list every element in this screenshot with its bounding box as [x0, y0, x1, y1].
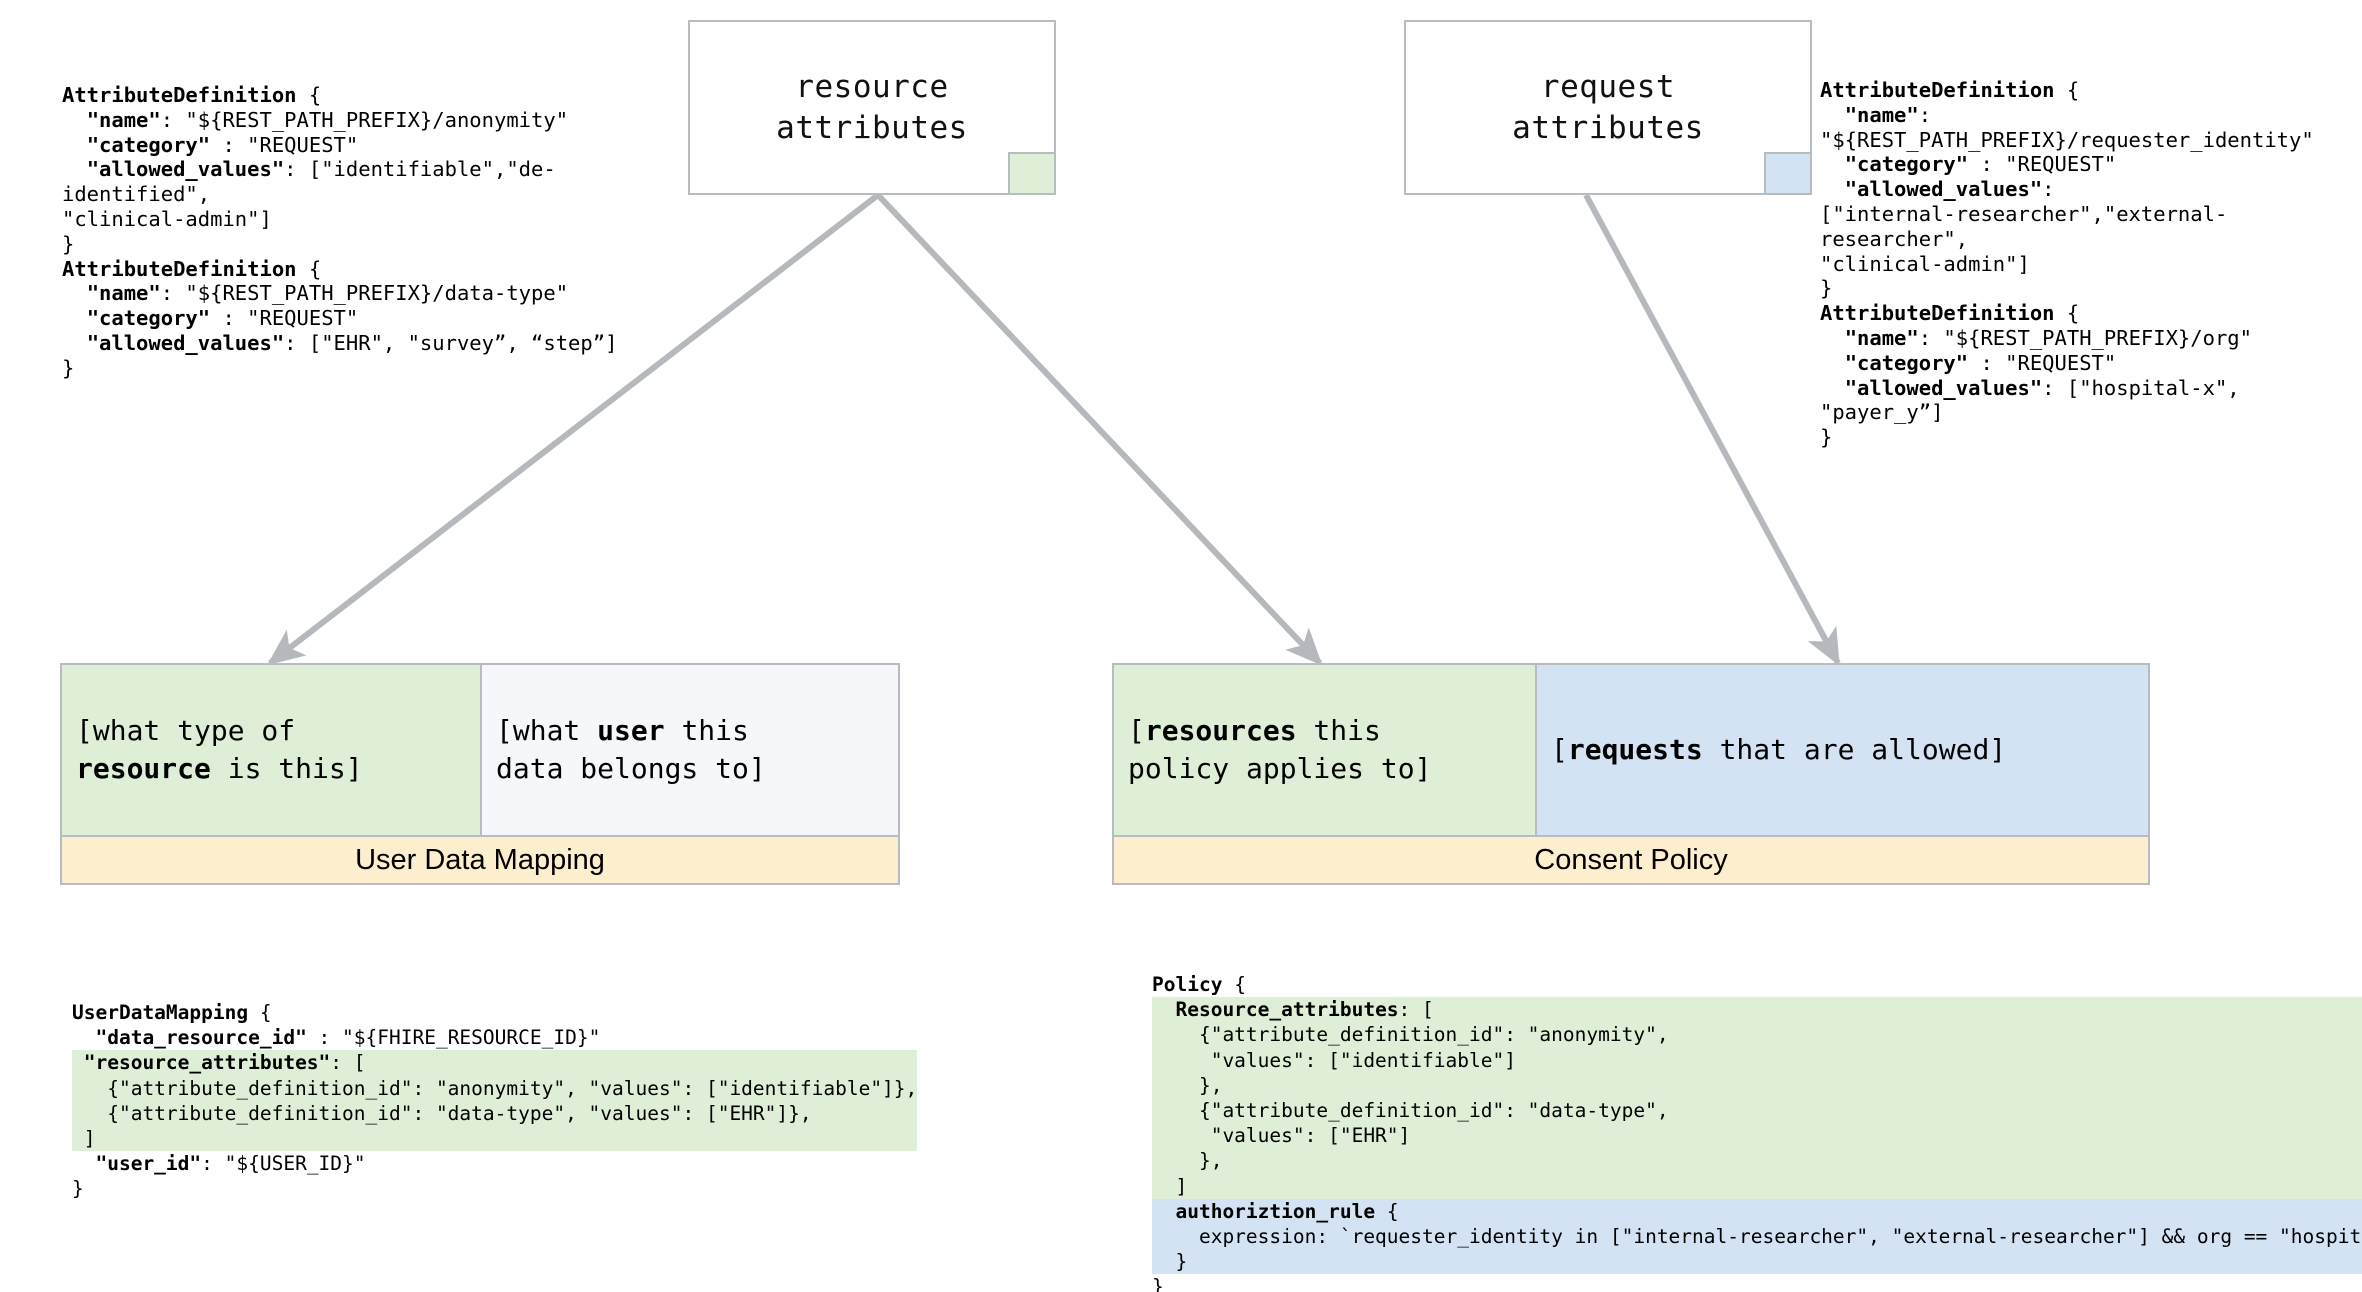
consent-policy-footer-label: Consent Policy — [1534, 843, 1728, 876]
user-data-mapping-footer: User Data Mapping — [62, 835, 898, 883]
code-line: authoriztion_rule { — [1152, 1198, 2362, 1224]
arrow-request-to-consent-policy-requests — [1583, 193, 1841, 667]
resource-attributes-label: resource attributes — [776, 68, 968, 146]
code-line: Resource_attributes: [ — [1152, 997, 2362, 1023]
consent-policy-resources-text: [resources this policy applies to] — [1128, 714, 1432, 785]
user-data-mapping-footer-label: User Data Mapping — [355, 843, 605, 876]
code-line: ] — [72, 1125, 918, 1152]
consent-policy-requests-text: [requests that are allowed] — [1551, 733, 2007, 766]
code-line: "values": ["EHR"] — [1152, 1123, 2362, 1149]
code-line: {"attribute_definition_id": "anonymity",… — [72, 1075, 918, 1101]
request-attributes-box[interactable]: request attributes — [1404, 20, 1812, 195]
code-line: } — [72, 1177, 84, 1201]
user-data-mapping-resource-cell[interactable]: [what type of resource is this] — [62, 665, 480, 835]
code-line: "user_id": "${USER_ID}" — [95, 1152, 366, 1176]
code-line: ] — [1152, 1173, 2362, 1199]
user-data-mapping-card[interactable]: [what type of resource is this] [what us… — [60, 663, 900, 885]
resource-attributes-chip — [1008, 152, 1056, 195]
user-data-mapping-user-cell[interactable]: [what user this data belongs to] — [480, 665, 898, 835]
code-line: {"attribute_definition_id": "data-type", — [1152, 1097, 2362, 1124]
resource-attributes-box[interactable]: resource attributes — [688, 20, 1056, 195]
user-data-mapping-cells: [what type of resource is this] [what us… — [62, 665, 898, 835]
code-line: {"attribute_definition_id": "anonymity", — [1152, 1022, 2362, 1048]
user-data-mapping-json-snippet: UserDataMapping { "data_resource_id" : "… — [72, 1000, 918, 1202]
right-attribute-definitions-code: AttributeDefinition { "name": "${REST_PA… — [1820, 78, 2314, 450]
request-attributes-label: request attributes — [1512, 68, 1704, 146]
arrow-resource-to-consent-policy-resources — [875, 192, 1323, 666]
consent-policy-requests-cell[interactable]: [requests that are allowed] — [1535, 665, 2148, 835]
code-line: Policy { — [1152, 973, 1246, 996]
code-line: {"attribute_definition_id": "data-type",… — [72, 1100, 918, 1126]
left-attribute-definitions-code: AttributeDefinition { "name": "${REST_PA… — [62, 83, 618, 380]
code-line: }, — [1152, 1148, 2362, 1174]
consent-policy-cells: [resources this policy applies to] [requ… — [1114, 665, 2148, 835]
code-line: }, — [1152, 1072, 2362, 1098]
code-line: "values": ["identifiable"] — [1152, 1047, 2362, 1073]
consent-policy-card[interactable]: [resources this policy applies to] [requ… — [1112, 663, 2150, 885]
code-line: "resource_attributes": [ — [72, 1050, 918, 1076]
code-line: UserDataMapping { — [72, 1001, 272, 1024]
consent-policy-resources-cell[interactable]: [resources this policy applies to] — [1114, 665, 1535, 835]
request-attributes-chip — [1764, 152, 1812, 195]
user-data-mapping-resource-text: [what type of resource is this] — [76, 714, 363, 785]
code-line: } — [1152, 1249, 2362, 1275]
code-line: "data_resource_id" : "${FHIRE_RESOURCE_I… — [95, 1026, 601, 1050]
consent-policy-footer: Consent Policy — [1114, 835, 2148, 883]
policy-json-snippet: Policy { Resource_attributes: [ {"attrib… — [1152, 972, 2362, 1292]
user-data-mapping-user-text: [what user this data belongs to] — [496, 714, 766, 785]
code-line: expression: `requester_identity in ["int… — [1152, 1223, 2362, 1250]
code-line: } — [1152, 1275, 1164, 1292]
